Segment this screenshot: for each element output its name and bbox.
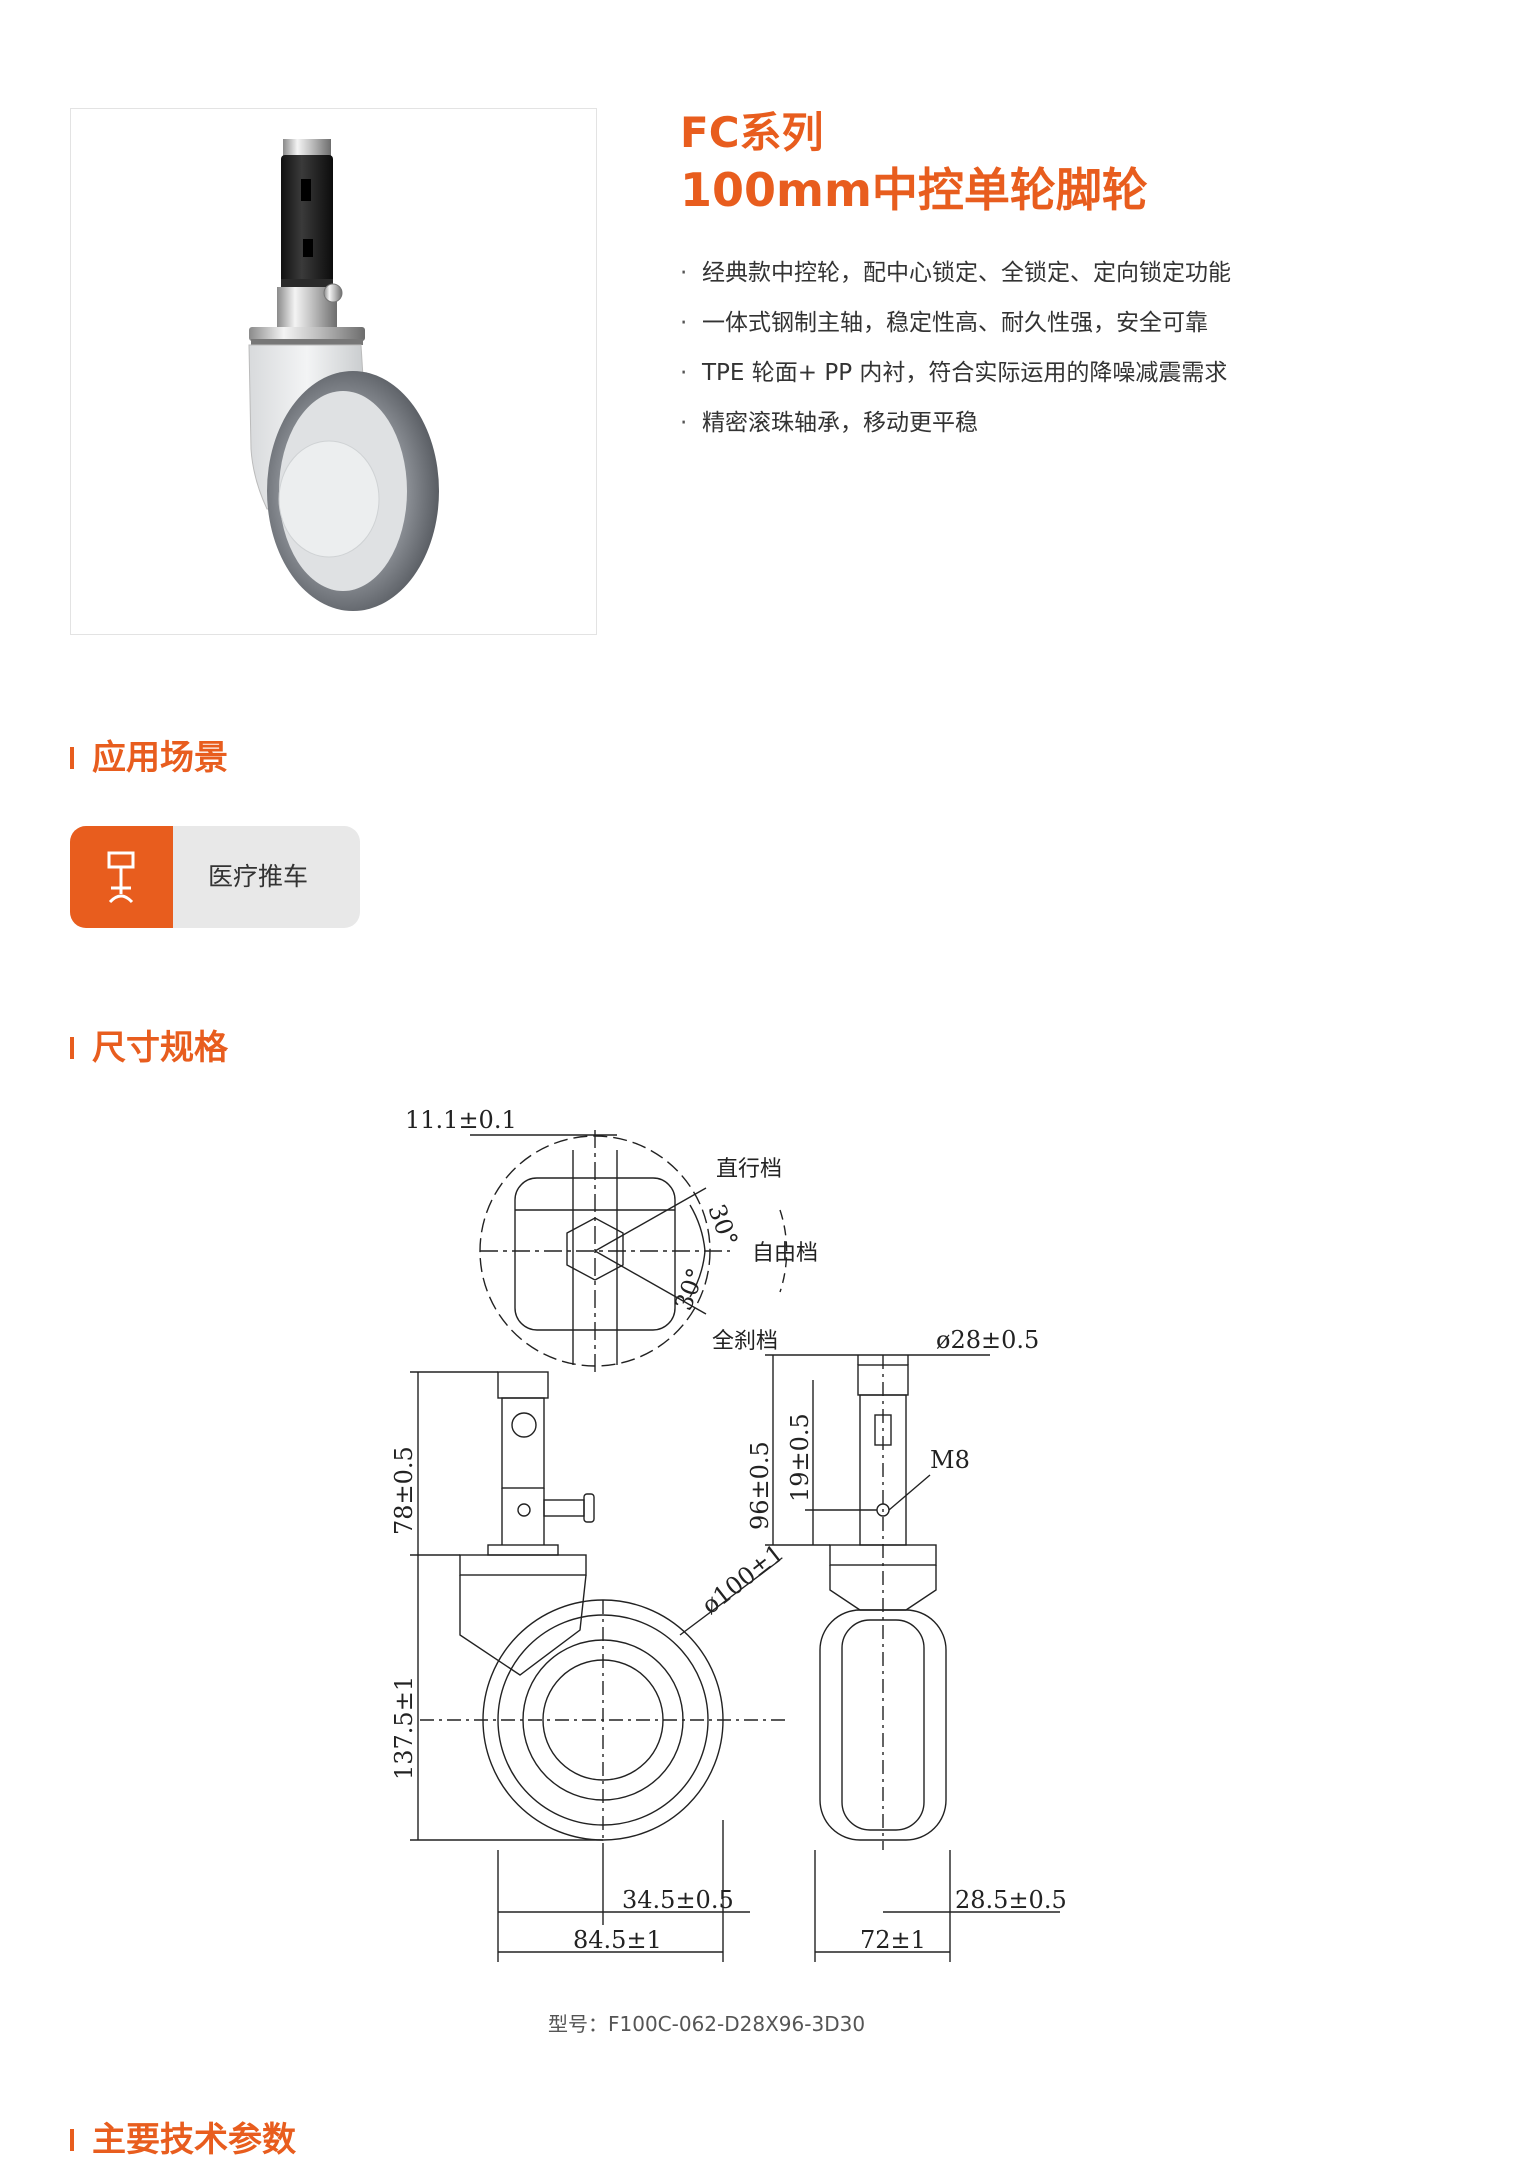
- feature-text: TPE 轮面+ PP 内衬，符合实际运用的降噪减震需求: [702, 360, 1228, 386]
- dimensions-heading-text: 尺寸规格: [92, 1028, 228, 1068]
- application-heading-text: 应用场景: [92, 738, 228, 778]
- caster-wheel-photo: [248, 139, 439, 611]
- dim-front-width: 72±1: [860, 1926, 926, 1954]
- gear-free-label: 自由档: [752, 1241, 818, 1266]
- dim-total-height: 137.5±1: [390, 1676, 418, 1780]
- dim-side-length: 84.5±1: [573, 1926, 662, 1954]
- feature-text: 一体式钢制主轴，稳定性高、耐久性强，安全可靠: [702, 310, 1208, 336]
- dim-height-19: 19±0.5: [786, 1413, 814, 1502]
- feature-list: · 经典款中控轮，配中心锁定、全锁定、定向锁定功能 · 一体式钢制主轴，稳定性高、耐…: [680, 248, 1231, 448]
- thread-label: M8: [930, 1446, 970, 1474]
- gear-straight-label: 直行档: [716, 1157, 782, 1182]
- dim-height-96: 96±0.5: [746, 1441, 774, 1530]
- feature-item: · 精密滚珠轴承，移动更平稳: [680, 398, 1231, 448]
- bullet: ·: [680, 310, 688, 336]
- bullet: ·: [680, 410, 688, 436]
- bullet: ·: [680, 360, 688, 386]
- series-title: FC系列: [680, 108, 824, 157]
- specs-heading-text: 主要技术参数: [92, 2120, 296, 2160]
- dim-wheel-diameter: ø100±1: [696, 1539, 789, 1620]
- feature-item: · TPE 轮面+ PP 内衬，符合实际运用的降噪减震需求: [680, 348, 1231, 398]
- product-image: [70, 108, 597, 635]
- dimension-drawing: 11.1±0.1 直行档 自由档 全刹档 30° 30° 78±0.5 137.…: [390, 1106, 1067, 1962]
- dim-tread-width: 28.5±0.5: [955, 1886, 1067, 1914]
- medical-cart-icon: [70, 826, 173, 928]
- dim-offset: 34.5±0.5: [622, 1886, 734, 1914]
- feature-item: · 一体式钢制主轴，稳定性高、耐久性强，安全可靠: [680, 298, 1231, 348]
- feature-text: 经典款中控轮，配中心锁定、全锁定、定向锁定功能: [702, 260, 1231, 286]
- heading-bar: [70, 1037, 74, 1059]
- angle-top-label: 30°: [702, 1200, 743, 1250]
- heading-bar: [70, 2129, 74, 2151]
- feature-text: 精密滚珠轴承，移动更平稳: [702, 410, 978, 436]
- bullet: ·: [680, 260, 688, 286]
- application-item: 医疗推车: [70, 826, 360, 928]
- model-number: 型号：F100C-062-D28X96-3D30: [548, 2012, 866, 2036]
- feature-item: · 经典款中控轮，配中心锁定、全锁定、定向锁定功能: [680, 248, 1231, 298]
- front-view: [765, 1354, 1060, 1962]
- top-view: [470, 1130, 788, 1372]
- product-title: 100mm中控单轮脚轮: [680, 163, 1148, 217]
- dim-stem-height: 78±0.5: [390, 1446, 418, 1535]
- dim-stem-width: 11.1±0.1: [405, 1106, 517, 1134]
- gear-brake-label: 全刹档: [712, 1329, 778, 1354]
- dim-stem-diameter: ø28±0.5: [936, 1326, 1039, 1354]
- side-view: [410, 1371, 790, 1962]
- application-label: 医疗推车: [208, 862, 309, 891]
- heading-bar: [70, 747, 74, 769]
